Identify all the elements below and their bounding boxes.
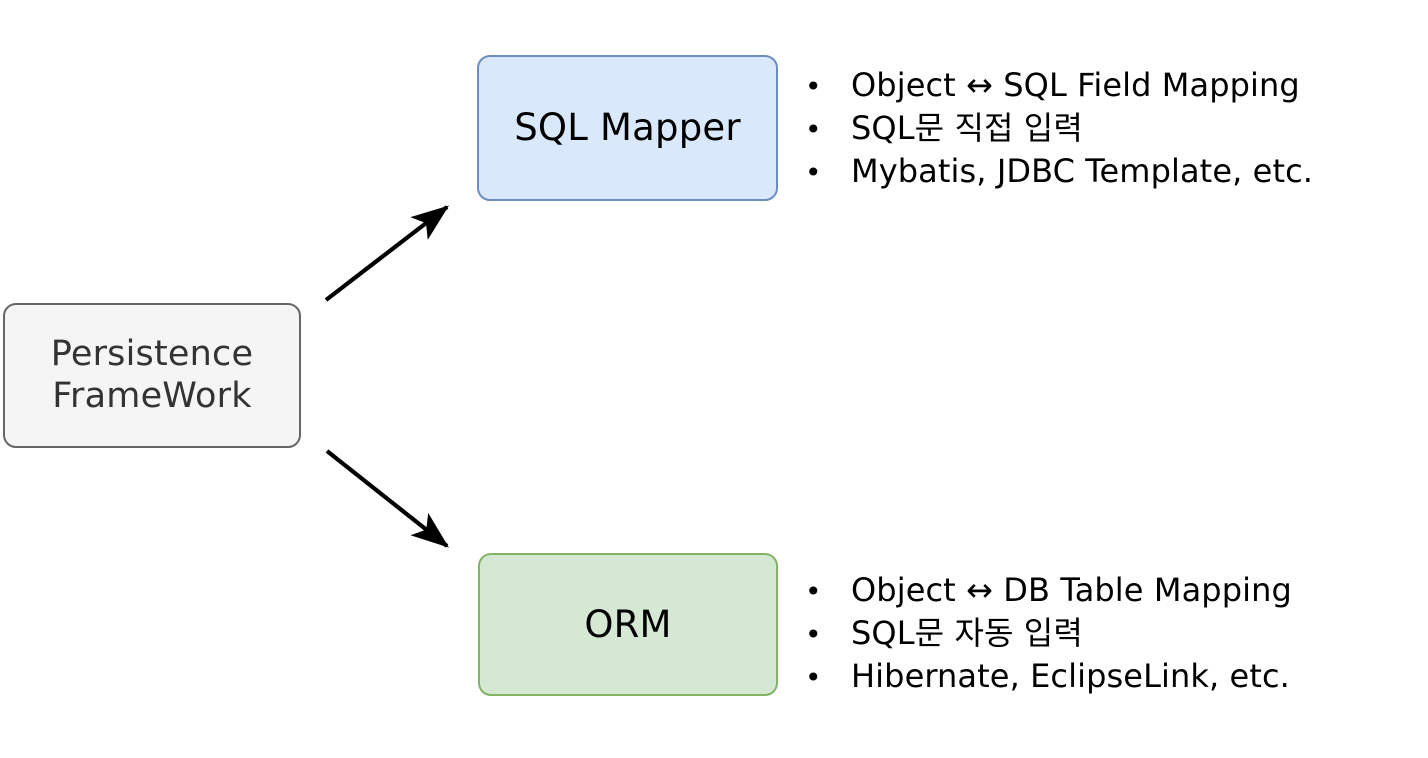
list-item: • SQL문 자동 입력 (805, 612, 1292, 655)
bullet-icon: • (805, 618, 822, 651)
list-item: • Mybatis, JDBC Template, etc. (805, 150, 1313, 193)
list-item: • Hibernate, EclipseLink, etc. (805, 655, 1292, 698)
list-item-label: Object ↔ DB Table Mapping (851, 571, 1292, 609)
node-orm-label: ORM (584, 602, 672, 646)
node-sql-mapper[interactable]: SQL Mapper (477, 55, 778, 201)
sql-mapper-feature-list: • Object ↔ SQL Field Mapping • SQL문 직접 입… (805, 64, 1313, 193)
list-item: • SQL문 직접 입력 (805, 107, 1313, 150)
bullet-icon: • (805, 661, 822, 694)
node-orm[interactable]: ORM (478, 553, 778, 696)
edge-root-to-orm (325, 449, 449, 548)
bullet-icon: • (805, 575, 822, 608)
orm-feature-list: • Object ↔ DB Table Mapping • SQL문 자동 입력… (805, 569, 1292, 698)
list-item: • Object ↔ DB Table Mapping (805, 569, 1292, 612)
list-item-label: SQL문 자동 입력 (851, 614, 1083, 652)
bullet-icon: • (805, 113, 822, 146)
list-item-label: Object ↔ SQL Field Mapping (851, 66, 1300, 104)
node-persistence-framework[interactable]: Persistence FrameWork (3, 303, 301, 448)
bullet-icon: • (805, 70, 822, 103)
bullet-icon: • (805, 156, 822, 189)
list-item-label: Mybatis, JDBC Template, etc. (851, 152, 1314, 190)
list-item-label: SQL문 직접 입력 (851, 109, 1083, 147)
list-item-label: Hibernate, EclipseLink, etc. (851, 657, 1290, 695)
node-persistence-framework-label: Persistence FrameWork (50, 334, 254, 416)
node-sql-mapper-label: SQL Mapper (514, 106, 741, 150)
list-item: • Object ↔ SQL Field Mapping (805, 64, 1313, 107)
edge-root-to-sql-mapper (324, 205, 449, 302)
